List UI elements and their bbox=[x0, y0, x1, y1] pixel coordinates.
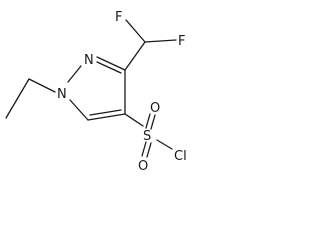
bond-chf2-f1 bbox=[125, 19, 146, 43]
atom-label-o2: O bbox=[138, 159, 148, 174]
bond-s-o1-b bbox=[150, 114, 156, 130]
bond-ch2-n1 bbox=[28, 78, 56, 93]
bond-n2-c3-inner bbox=[96, 61, 122, 74]
bond-s-o2-a bbox=[141, 141, 147, 157]
atom-label-n2: N bbox=[84, 53, 94, 68]
bond-c4-c5-outer bbox=[87, 113, 126, 121]
bond-s-o2-b bbox=[146, 142, 152, 158]
atom-label-f1: F bbox=[115, 10, 122, 25]
atom-label-n1: N bbox=[57, 87, 67, 102]
bond-s-cl bbox=[156, 139, 173, 150]
atom-label-o1: O bbox=[150, 101, 160, 116]
bond-n2-c3-outer bbox=[96, 56, 126, 71]
bond-c5-n1 bbox=[69, 99, 89, 121]
chemical-structure-diagram: F F N N O S O Cl bbox=[5, 10, 187, 174]
bond-ch3-ch2 bbox=[5, 78, 30, 119]
bond-c4-c5-inner bbox=[89, 109, 122, 116]
bond-chf2-f2 bbox=[144, 39, 177, 43]
bond-c3-chf2 bbox=[124, 41, 146, 71]
atom-label-f2: F bbox=[178, 34, 185, 49]
atom-label-s: S bbox=[143, 129, 151, 144]
atom-label-cl: Cl bbox=[174, 149, 187, 164]
bond-n1-n2 bbox=[67, 65, 82, 83]
bond-s-o1-a bbox=[145, 113, 151, 129]
bond-c4-s bbox=[124, 113, 144, 127]
